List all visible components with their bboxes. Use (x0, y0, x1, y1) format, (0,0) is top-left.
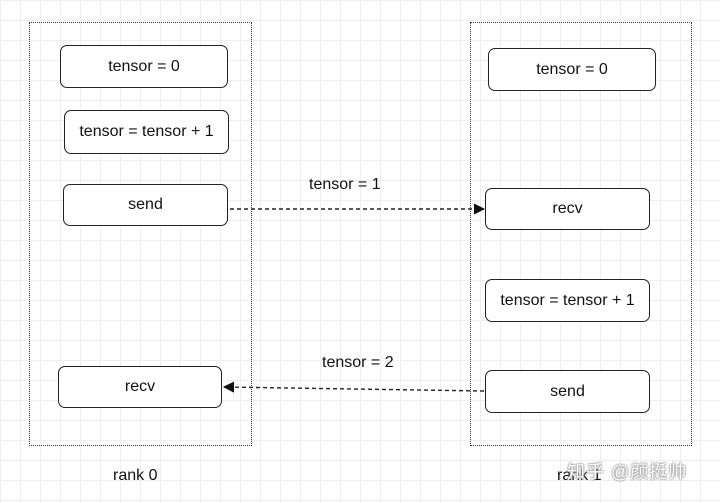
rank1-step-tensor-init[interactable]: tensor = 0 (488, 48, 656, 91)
message-label-tensor-1: tensor = 1 (309, 176, 381, 193)
rank0-step-send[interactable]: send (63, 184, 228, 226)
rank1-step-tensor-add[interactable]: tensor = tensor + 1 (485, 279, 650, 322)
message-arrow-send-to-rank0 (222, 381, 485, 393)
lane-label-rank-1: rank 1 (557, 467, 602, 484)
zhihu-watermark: 知乎 @颜挺帅 (567, 462, 688, 482)
rank0-step-tensor-add[interactable]: tensor = tensor + 1 (64, 110, 229, 154)
lane-label-rank-0: rank 0 (113, 467, 158, 484)
rank1-step-send[interactable]: send (485, 370, 650, 413)
rank1-step-recv[interactable]: recv (485, 188, 650, 230)
lane-rank-1 (470, 22, 692, 446)
lane-rank-0 (29, 22, 252, 446)
rank0-step-tensor-init[interactable]: tensor = 0 (60, 45, 228, 88)
message-label-tensor-2: tensor = 2 (322, 354, 394, 371)
rank0-step-recv[interactable]: recv (58, 366, 222, 408)
